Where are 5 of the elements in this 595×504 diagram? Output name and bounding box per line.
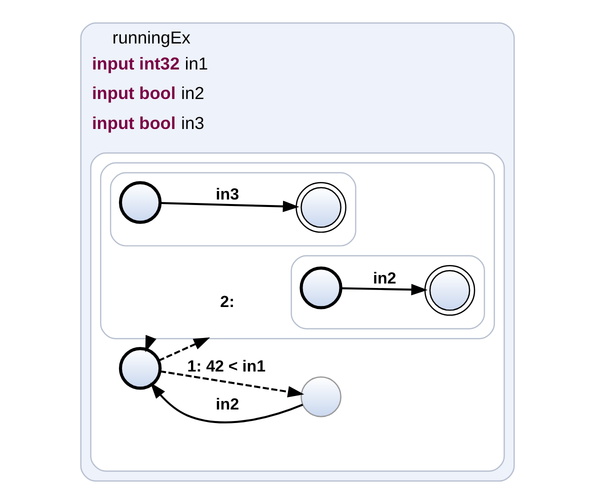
- edge-label: 1: 42 < in1: [187, 357, 266, 376]
- edge-label: in2: [373, 269, 396, 288]
- edge-label: 2:: [220, 292, 234, 311]
- edge-label: in3: [216, 185, 240, 204]
- edge-label: in2: [216, 396, 240, 414]
